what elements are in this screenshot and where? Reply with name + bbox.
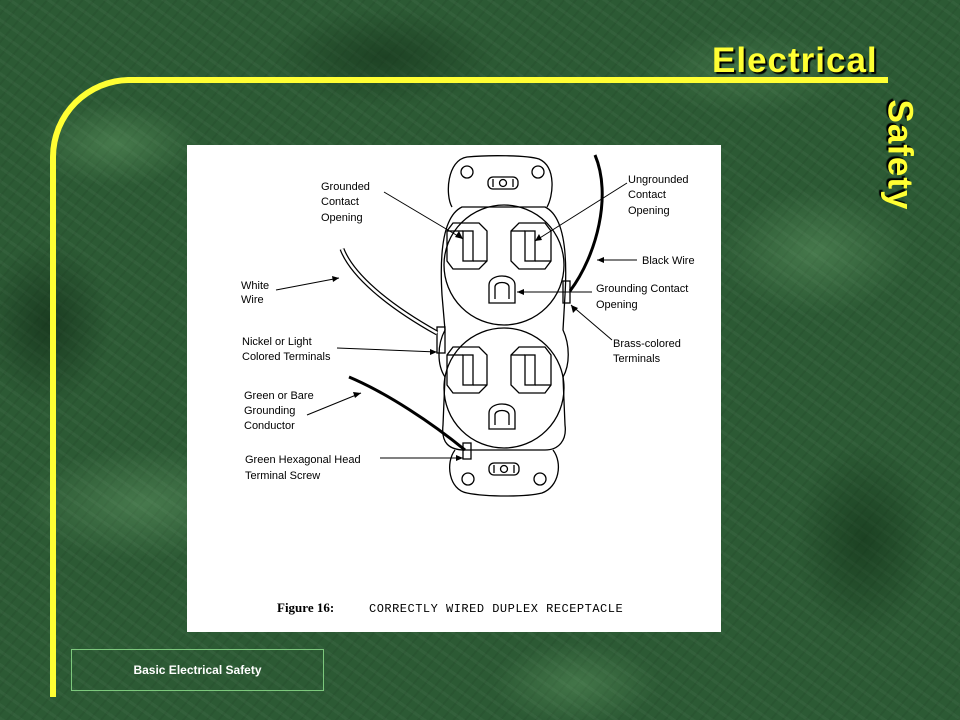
label-line: Contact <box>628 189 666 201</box>
receptacle-diagram: Grounded Contact Opening Ungrounded Cont… <box>187 145 721 632</box>
slide-title-safety: Safety <box>881 99 920 211</box>
label-grounded-contact: Grounded Contact Opening <box>321 181 373 224</box>
label-line: Green Hexagonal Head <box>245 454 361 466</box>
label-ungrounded-contact: Ungrounded Contact Opening <box>628 174 692 217</box>
label-line: Opening <box>596 299 638 311</box>
upper-left-slot <box>446 222 488 270</box>
white-wire <box>339 248 439 336</box>
label-hex-screw: Green Hexagonal Head Terminal Screw <box>245 454 364 482</box>
upper-ground-hole <box>488 275 516 304</box>
nickel-terminal <box>436 326 446 354</box>
black-wire <box>568 154 604 292</box>
label-line: Opening <box>628 205 670 217</box>
hex-terminal-screw <box>462 442 472 460</box>
figure-caption-prefix: Figure 16: <box>277 600 334 615</box>
upper-outlet-face <box>443 204 565 326</box>
label-line: Ungrounded <box>628 174 689 186</box>
label-brass-terminals: Brass-colored Terminals <box>613 338 684 365</box>
label-nickel-terminals: Nickel or Light Colored Terminals <box>242 336 331 363</box>
top-mounting-screw <box>487 176 519 190</box>
label-line: Brass-colored <box>613 338 681 350</box>
label-line: Terminals <box>613 353 661 365</box>
upper-right-slot <box>510 222 552 270</box>
label-green-conductor: Green or Bare Grounding Conductor <box>244 390 317 432</box>
slide-title-safety-container: Safety <box>865 95 935 215</box>
label-line: Conductor <box>244 420 295 432</box>
lower-outlet-face <box>443 327 565 449</box>
figure-caption-text: CORRECTLY WIRED DUPLEX RECEPTACLE <box>369 602 623 616</box>
label-line: Black Wire <box>642 255 695 267</box>
bottom-mounting-screw <box>488 462 520 476</box>
label-line: Green or Bare <box>244 390 314 402</box>
lower-left-slot <box>446 346 488 394</box>
label-line: Wire <box>241 294 264 306</box>
slide-title-electrical: Electrical <box>712 41 878 80</box>
figure-caption: Figure 16: CORRECTLY WIRED DUPLEX RECEPT… <box>277 600 623 616</box>
leader-lines <box>275 182 637 459</box>
label-line: Nickel or Light <box>242 336 312 348</box>
footer-box: Basic Electrical Safety <box>71 649 324 691</box>
footer-text: Basic Electrical Safety <box>133 663 262 677</box>
frame-curve-line <box>50 77 160 697</box>
label-line: Contact <box>321 196 359 208</box>
label-line: Grounded <box>321 181 370 193</box>
ground-wire <box>348 375 466 452</box>
label-grounding-contact: Grounding Contact Opening <box>596 283 691 311</box>
frame-top-line <box>155 77 888 83</box>
label-line: Colored Terminals <box>242 351 331 363</box>
label-line: White <box>241 280 269 292</box>
label-black-wire: Black Wire <box>642 255 695 267</box>
label-white-wire: White Wire <box>241 280 272 306</box>
label-line: Grounding <box>244 405 295 417</box>
receptacle-diagram-svg: Grounded Contact Opening Ungrounded Cont… <box>241 154 695 616</box>
leader-arrows <box>332 231 604 461</box>
label-line: Terminal Screw <box>245 470 320 482</box>
label-line: Opening <box>321 212 363 224</box>
wires <box>339 154 604 452</box>
receptacle-body <box>438 206 569 451</box>
lower-ground-hole <box>488 403 516 430</box>
bottom-mounting-ear <box>449 449 560 497</box>
receptacle-drawing <box>436 155 571 497</box>
top-mounting-ear <box>447 155 553 208</box>
label-line: Grounding Contact <box>596 283 688 295</box>
lower-right-slot <box>510 346 552 394</box>
